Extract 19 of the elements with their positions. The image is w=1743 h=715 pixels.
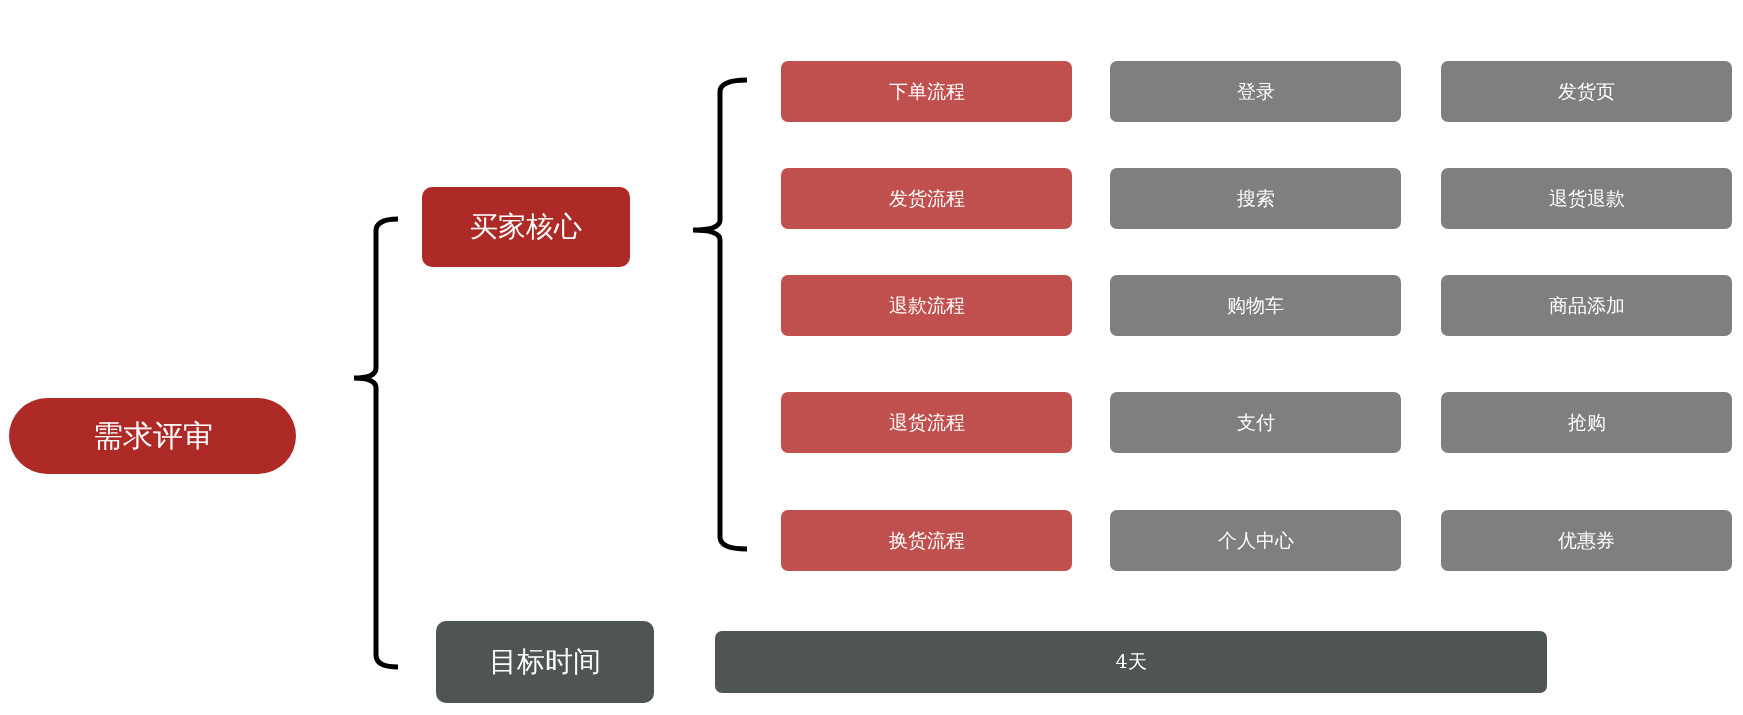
rounded-pill: 需求评审	[9, 398, 296, 474]
label-box: 目标时间	[436, 621, 654, 703]
label-box: 换货流程	[781, 510, 1072, 571]
label-box: 个人中心	[1110, 510, 1401, 571]
label-box: 支付	[1110, 392, 1401, 453]
label-box: 商品添加	[1441, 275, 1732, 336]
label-box: 4天	[715, 631, 1547, 693]
label-box: 退款流程	[781, 275, 1072, 336]
label-box: 抢购	[1441, 392, 1732, 453]
label-box: 登录	[1110, 61, 1401, 122]
label-box: 购物车	[1110, 275, 1401, 336]
label-box: 退货退款	[1441, 168, 1732, 229]
label-box: 发货页	[1441, 61, 1732, 122]
label-box: 买家核心	[422, 187, 630, 267]
label-box: 发货流程	[781, 168, 1072, 229]
label-box: 退货流程	[781, 392, 1072, 453]
label-box: 下单流程	[781, 61, 1072, 122]
label-box: 优惠券	[1441, 510, 1732, 571]
label-box: 搜索	[1110, 168, 1401, 229]
